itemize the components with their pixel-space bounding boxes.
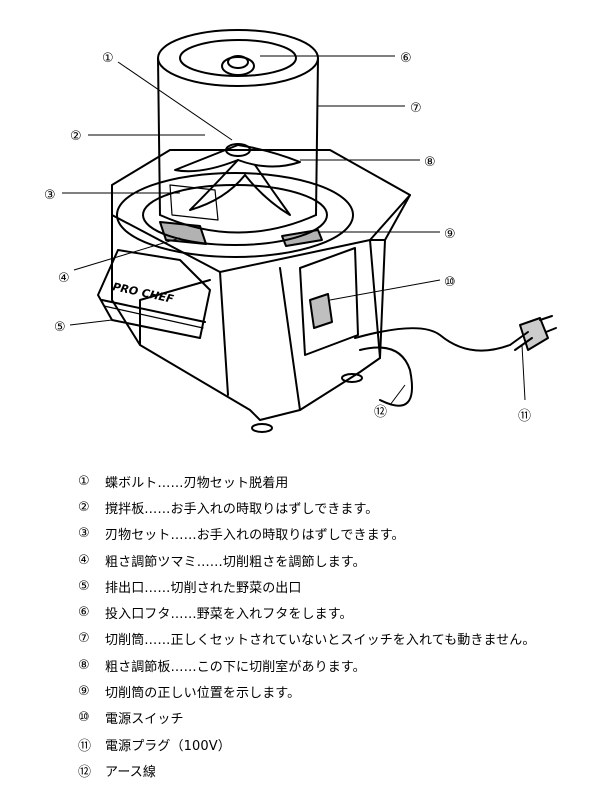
legend-item: ⑦ 切削筒……正しくセットされていないとスイッチを入れても動きません。 [78, 626, 606, 652]
brand-label: PRO CHEF [111, 280, 175, 306]
legend-item: ⑥ 投入口フタ……野菜を入れフタをします。 [78, 599, 606, 625]
legend-item: ⑧ 粗さ調節板……この下に切削室があります。 [78, 652, 606, 678]
legend-text: 投入口フタ……野菜を入れフタをします。 [105, 607, 353, 623]
legend-number: ⑥ [78, 605, 90, 621]
legend-number: ⑦ [78, 631, 90, 647]
leader-4 [73, 237, 181, 271]
callout-5: ⑤ [54, 320, 66, 335]
legend-text: アース線 [105, 764, 156, 780]
leader-1 [117, 61, 233, 141]
callout-8: ⑧ [424, 155, 436, 170]
legend-number: ⑪ [78, 738, 92, 754]
legend-number: ⑩ [78, 710, 90, 726]
legend-item: ⑪ 電源プラグ（100V） [78, 731, 606, 757]
position-marker [281, 229, 323, 247]
legend-item: ④ 粗さ調節ツマミ……切削粗さを調節します。 [78, 547, 606, 573]
legend-number: ⑫ [78, 764, 92, 780]
callout-3: ③ [44, 188, 56, 203]
legend-item: ⑩ 電源スイッチ [78, 705, 606, 731]
legend-number: ③ [78, 526, 90, 542]
cutting-cylinder [157, 29, 319, 234]
legend-item: ⑨ 切削筒の正しい位置を示します。 [78, 678, 606, 704]
legend-text: 撹拌板……お手入れの時取りはずしできます。 [105, 501, 379, 517]
legend-text: 電源プラグ（100V） [105, 738, 231, 754]
legend-item: ③ 刃物セット……お手入れの時取りはずしできます。 [78, 521, 606, 547]
legend-number: ② [78, 499, 90, 515]
adjustment-knob [159, 221, 207, 245]
outlet-chute [97, 249, 211, 339]
machine-diagram: PRO CHEF ① ② ③ ④ ⑤ ⑥ ⑦ ⑧ ⑨ ⑩ ⑪ ⑫ [44, 29, 557, 433]
legend-number: ⑤ [78, 578, 90, 594]
legend-number: ④ [78, 552, 90, 568]
blade-set [169, 143, 301, 221]
callout-12: ⑫ [374, 405, 387, 420]
legend-text: 排出口……切削された野菜の出口 [105, 580, 302, 596]
legend-text: 蝶ボルト……刃物セット脱着用 [105, 475, 289, 491]
legend-number: ① [78, 473, 90, 489]
parts-legend: ① 蝶ボルト……刃物セット脱着用 ② 撹拌板……お手入れの時取りはずしできます。 ③ 刃物… [78, 468, 606, 784]
legend-text: 切削筒の正しい位置を示します。 [105, 686, 301, 702]
legend-text: 粗さ調節板……この下に切削室があります。 [105, 659, 366, 675]
callout-2: ② [70, 129, 82, 144]
legend-text: 切削筒……正しくセットされていないとスイッチを入れても動きません。 [105, 633, 536, 649]
callout-1: ① [102, 51, 114, 66]
callout-6: ⑥ [400, 51, 412, 66]
legend-text: 刃物セット……お手入れの時取りはずしできます。 [105, 528, 405, 544]
legend-text: 粗さ調節ツマミ……切削粗さを調節します。 [105, 554, 366, 570]
legend-number: ⑨ [78, 684, 90, 700]
callout-7: ⑦ [410, 101, 422, 116]
leader-11 [521, 344, 526, 401]
legend-item: ⑫ アース線 [78, 757, 606, 783]
legend-item: ② 撹拌板……お手入れの時取りはずしできます。 [78, 494, 606, 520]
leader-12 [389, 384, 406, 406]
power-cord [354, 315, 557, 407]
callout-10: ⑩ [444, 275, 456, 290]
leader-5 [69, 319, 113, 326]
legend-text: 電源スイッチ [105, 712, 184, 728]
leader-10 [329, 279, 441, 301]
callout-11: ⑪ [518, 409, 531, 424]
power-switch [299, 247, 359, 356]
legend-item: ⑤ 排出口……切削された野菜の出口 [78, 573, 606, 599]
callout-4: ④ [58, 271, 70, 286]
callout-9: ⑨ [444, 227, 456, 242]
legend-item: ① 蝶ボルト……刃物セット脱着用 [78, 468, 606, 494]
legend-number: ⑧ [78, 657, 90, 673]
